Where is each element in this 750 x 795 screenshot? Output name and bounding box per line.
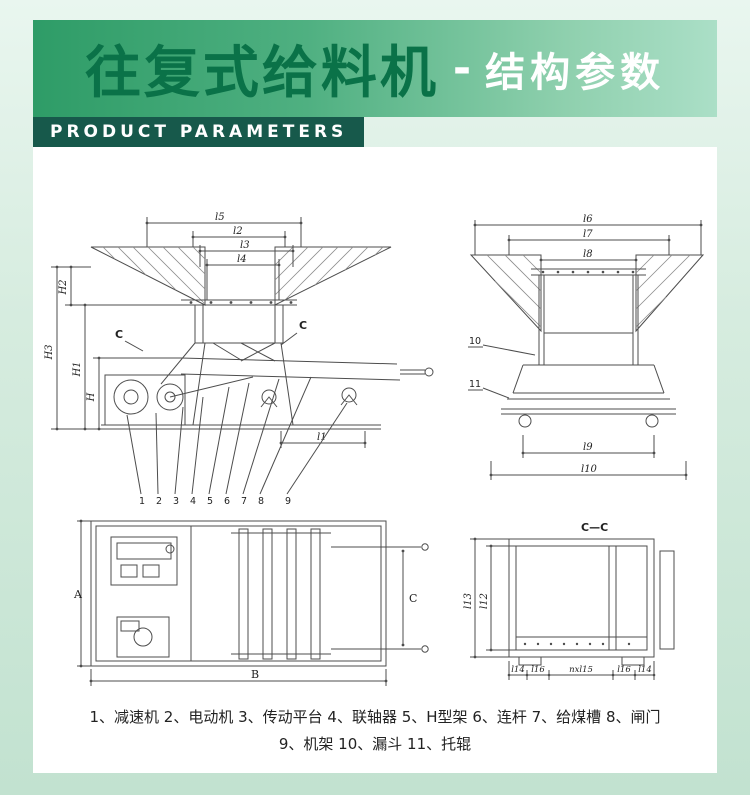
side-view-drawing: C C l5 l2 l3 l4 (44, 212, 434, 507)
end-view-drawing: 10 11 l6 l7 l8 l9 l10 (468, 214, 705, 480)
section-view-drawing: C—C l13 l12 (463, 521, 675, 680)
dim-label-h3: H3 (44, 344, 55, 360)
part-number-9: 9 (285, 496, 291, 507)
section-left-dimensions: l13 l12 (463, 537, 516, 659)
dim-label-l13: l13 (463, 593, 474, 609)
dim-label-l6: l6 (583, 214, 593, 225)
parts-legend-line1: 1、减速机 2、电动机 3、传动平台 4、联轴器 5、H型架 6、连杆 7、给煤… (89, 708, 661, 726)
title-separator: - (452, 43, 472, 94)
part-number-10: 10 (469, 336, 481, 347)
section-mark-c-right: C (299, 319, 307, 332)
dim-label-l12: l12 (479, 593, 490, 609)
dim-label-l4: l4 (237, 254, 247, 265)
pull-rods (386, 543, 429, 653)
part-number-11: 11 (469, 379, 481, 390)
dim-label-b: B (251, 668, 259, 681)
dim-label-l2: l2 (233, 226, 243, 237)
dim-label-l10: l10 (581, 464, 598, 475)
hopper-body (531, 268, 646, 365)
dim-label-l14-right: l14 (638, 665, 652, 675)
trough-crossbars (231, 528, 386, 660)
part-callouts: 10 11 (468, 336, 536, 399)
drawings-panel: C C l5 l2 l3 l4 (33, 147, 717, 773)
part-number-2: 2 (156, 496, 162, 507)
dim-label-l7: l7 (583, 229, 593, 240)
part-number-4: 4 (190, 496, 196, 507)
dim-label-l5: l5 (215, 212, 225, 223)
dim-label-a: A (73, 588, 83, 601)
dim-label-h1: H1 (72, 361, 83, 377)
part-number-1: 1 (139, 496, 145, 507)
drive-unit (110, 536, 178, 658)
dim-label-l1: l1 (317, 432, 327, 443)
dim-label-h: H (86, 392, 97, 402)
end-view-dimensions: l6 l7 l8 l9 l10 (473, 214, 703, 480)
dim-label-c: C (409, 592, 417, 605)
dim-label-nxl15: nxl15 (569, 665, 593, 675)
bunker-hatching (90, 246, 392, 306)
header-banner: 往复式给料机 - 结构参数 (33, 20, 717, 117)
part-number-3: 3 (173, 496, 179, 507)
section-bottom-dimensions: l14 l16 nxl15 l16 l14 (507, 661, 656, 680)
plan-view-dimensions: A B C (73, 519, 417, 686)
hopper-inlet (181, 299, 297, 344)
section-title: C—C (581, 521, 608, 534)
product-parameters-bar: PRODUCT PARAMETERS (33, 117, 364, 147)
dim-label-l3: l3 (240, 240, 250, 251)
dim-label-h2: H2 (58, 279, 69, 295)
part-number-5: 5 (207, 496, 213, 507)
dim-label-l8: l8 (583, 249, 593, 260)
feeder-machine-body (101, 342, 434, 430)
dim-label-l16-right: l16 (617, 665, 631, 675)
page-subtitle: 结构参数 (485, 49, 666, 96)
dim-label-l16-left: l16 (531, 665, 545, 675)
dim-label-l14-left: l14 (511, 665, 525, 675)
part-number-7: 7 (241, 496, 247, 507)
side-view-top-dimensions: l5 l2 l3 l4 (145, 212, 303, 300)
dim-label-l9: l9 (583, 442, 593, 453)
plan-view-drawing: A B C (73, 519, 429, 686)
bunker-hatching (469, 254, 705, 333)
parts-legend-line2: 9、机架 10、漏斗 11、托辊 (278, 735, 472, 753)
trough-and-base (501, 364, 676, 428)
section-outline (508, 538, 675, 666)
section-mark-c-left: C (115, 328, 123, 341)
parts-legend: 1、减速机 2、电动机 3、传动平台 4、联轴器 5、H型架 6、连杆 7、给煤… (33, 704, 717, 758)
side-view-left-dimensions: H3 H2 H1 H (44, 265, 181, 431)
part-number-6: 6 (224, 496, 230, 507)
part-number-8: 8 (258, 496, 264, 507)
product-parameters-label: PRODUCT PARAMETERS (50, 122, 348, 142)
frame-outline (90, 520, 387, 667)
page-title: 往复式给料机 (84, 41, 439, 106)
part-number-callouts: 1 2 3 4 5 6 7 8 9 (126, 376, 348, 507)
